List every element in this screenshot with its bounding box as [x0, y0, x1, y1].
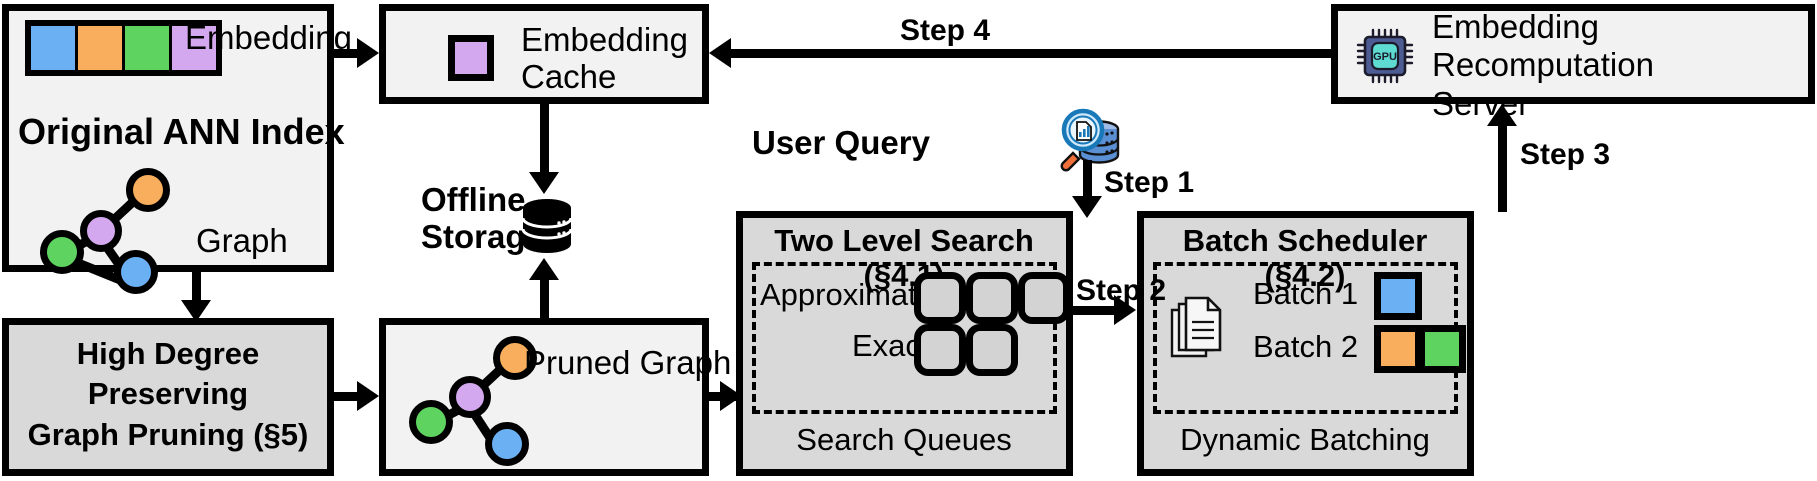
- arrow-step3-line: [1498, 118, 1507, 212]
- arrow-pruning-to-pruned-head: [357, 381, 379, 411]
- approximate-slot-3[interactable]: [1018, 272, 1070, 324]
- approximate-row-label: Approximate: [760, 277, 935, 312]
- embedding-cache-swatch: [448, 35, 494, 81]
- arrow-step4-head: [709, 38, 731, 68]
- step2-label: Step 2: [1076, 274, 1167, 307]
- embedding-label: Embedding: [185, 19, 352, 56]
- arrow-step1-line: [1083, 160, 1092, 210]
- pruned-graph-box: [379, 318, 709, 476]
- arrow-pruned-to-storage-head: [529, 258, 559, 280]
- arrow-index-to-cache-head: [357, 38, 379, 68]
- pruned-node-green: [409, 400, 453, 444]
- exact-slot-2[interactable]: [966, 324, 1018, 376]
- arrow-index-to-pruning-head: [181, 300, 211, 322]
- pruned-node-orange: [493, 336, 537, 380]
- arrow-cache-to-storage-line: [540, 104, 549, 178]
- approximate-slot-2[interactable]: [966, 272, 1018, 324]
- graph-node-orange: [126, 168, 170, 212]
- approximate-slot-1[interactable]: [914, 272, 966, 324]
- arrow-pruning-to-pruned-line: [334, 392, 366, 401]
- batch-1-label: Batch 1: [1253, 276, 1359, 311]
- arrow-cache-to-storage-head: [529, 172, 559, 194]
- database-icon: [521, 199, 573, 253]
- graph-pruning-box: [2, 318, 334, 476]
- embedding-swatch-purple: [172, 26, 216, 70]
- graph-node-purple: [80, 210, 122, 252]
- embedding-swatch-blue: [31, 26, 78, 70]
- exact-slot-1[interactable]: [914, 324, 966, 376]
- pruned-node-blue: [485, 422, 529, 466]
- embedding-swatch-green: [125, 26, 172, 70]
- arrow-index-to-cache-line: [334, 49, 364, 58]
- graph-label: Graph: [196, 222, 288, 259]
- embedding-cache-title: Embedding Cache: [521, 21, 688, 95]
- exact-slots[interactable]: [914, 324, 1018, 376]
- arrow-step3-head: [1487, 104, 1517, 126]
- recompute-server-title: Embedding Recomputation Server: [1432, 8, 1654, 122]
- arrow-step2-line: [1073, 306, 1121, 315]
- graph-node-blue: [114, 250, 158, 294]
- search-queues-region: [752, 262, 1057, 414]
- svg-text:GPU: GPU: [1373, 51, 1397, 63]
- batch-2-label: Batch 2: [1253, 329, 1359, 364]
- user-query-label: User Query: [752, 124, 930, 161]
- step4-label: Step 4: [900, 14, 991, 47]
- arrow-step4-line: [728, 49, 1333, 58]
- step1-label: Step 1: [1104, 166, 1195, 199]
- pruned-node-purple: [449, 376, 491, 418]
- gpu-chip-icon: GPU: [1356, 28, 1414, 84]
- embedding-swatch-orange: [78, 26, 125, 70]
- arrow-index-to-pruning-line: [192, 272, 201, 308]
- batch-2-swatch-orange: [1374, 325, 1422, 373]
- arrow-pruned-to-storage-line: [540, 268, 549, 320]
- approximate-slots[interactable]: [914, 272, 1070, 324]
- offline-storage-label: Offline Storage: [421, 181, 544, 255]
- pruned-graph: [405, 336, 545, 466]
- arrow-step1-head: [1072, 196, 1102, 218]
- batch-1-swatch-blue: [1374, 272, 1422, 320]
- embedding-swatch-strip: [25, 20, 222, 76]
- documents-icon: [1170, 296, 1222, 358]
- original-graph: [36, 168, 176, 294]
- graph-node-green: [40, 230, 84, 274]
- dynamic-batching-caption: Dynamic Batching: [1180, 422, 1430, 457]
- search-database-icon: [1060, 108, 1120, 172]
- batch-2-swatch-green: [1418, 325, 1466, 373]
- arrow-pruned-to-search-head: [720, 381, 742, 411]
- pruned-graph-label: Pruned Graph: [524, 344, 732, 381]
- search-queues-caption: Search Queues: [796, 422, 1012, 457]
- graph-pruning-title: High Degree Preserving Graph Pruning (§5…: [27, 336, 309, 452]
- recompute-server-box: [1331, 4, 1815, 104]
- step3-label: Step 3: [1520, 138, 1611, 171]
- embedding-cache-box: [379, 4, 709, 104]
- arrow-step2-head: [1114, 295, 1136, 325]
- original-ann-index-title: Original ANN Index: [18, 111, 345, 152]
